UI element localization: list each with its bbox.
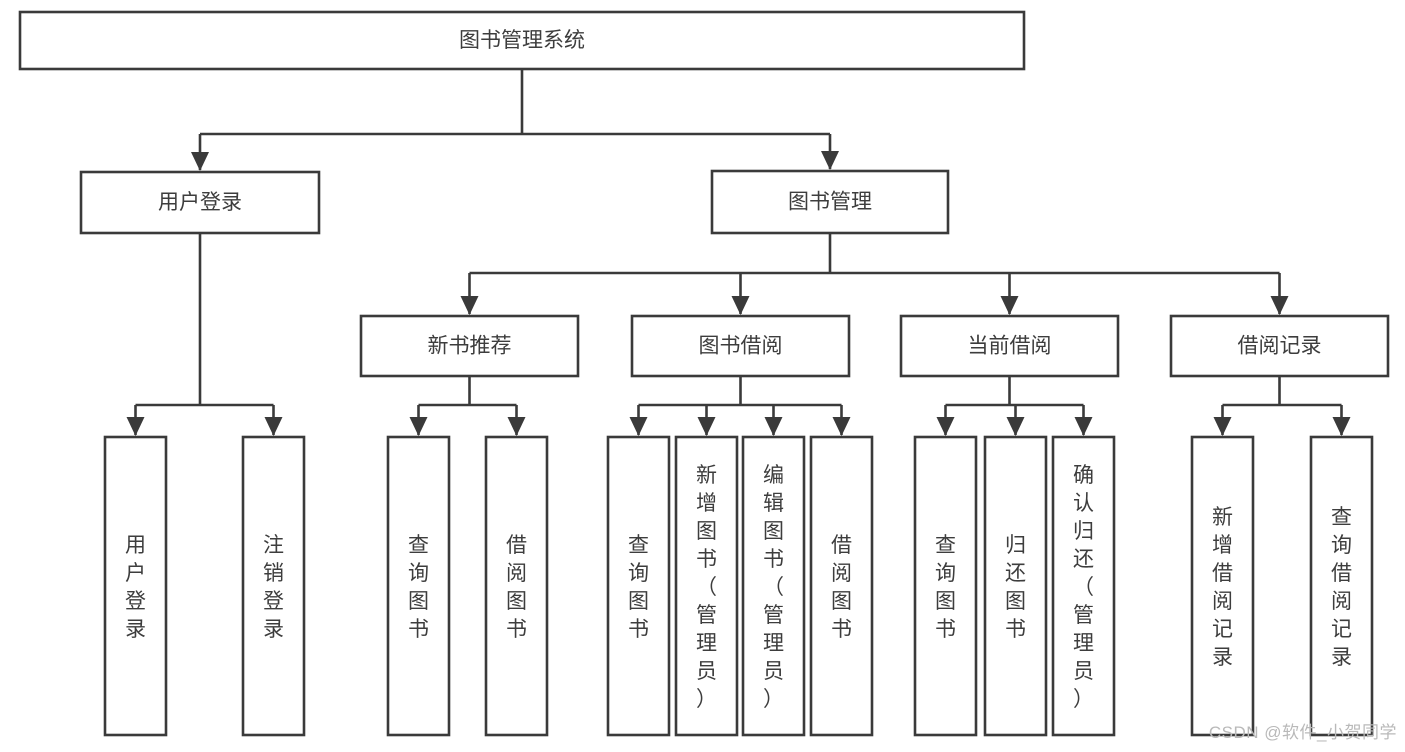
node-leaf-logout-login-box[interactable] bbox=[241, 435, 306, 737]
node-root[interactable]: 图书管理系统 bbox=[18, 10, 1026, 71]
node-leaf-return-book[interactable]: 归还图书 bbox=[983, 435, 1048, 737]
arrow-head-icon bbox=[507, 417, 526, 436]
node-borrow-record[interactable]: 借阅记录 bbox=[1169, 314, 1390, 378]
arrow-head-icon bbox=[126, 417, 145, 436]
node-leaf-query-record[interactable]: 查询借阅记录 bbox=[1309, 435, 1374, 737]
node-leaf-query-record-box[interactable] bbox=[1309, 435, 1374, 737]
node-root-label: 图书管理系统 bbox=[459, 29, 585, 52]
node-leaf-add-record[interactable]: 新增借阅记录 bbox=[1190, 435, 1255, 737]
node-leaf-query-book-3-box[interactable] bbox=[913, 435, 978, 737]
node-book-borrow-label: 图书借阅 bbox=[699, 335, 783, 358]
node-leaf-add-book-label: 新增图书（管理员） bbox=[696, 464, 717, 711]
node-current-borrow[interactable]: 当前借阅 bbox=[899, 314, 1120, 378]
watermark-label: CSDN @软件_小贺同学 bbox=[1208, 723, 1397, 742]
arrow-head-icon bbox=[832, 417, 851, 436]
arrow-head-icon bbox=[1074, 417, 1093, 436]
node-new-book-recommend-label: 新书推荐 bbox=[428, 335, 512, 358]
node-leaf-confirm-return[interactable]: 确认归还（管理员） bbox=[1051, 435, 1116, 737]
node-leaf-borrow-book-1-label: 借阅图书 bbox=[506, 534, 527, 641]
node-leaf-query-book-3-label: 查询图书 bbox=[935, 534, 956, 641]
node-leaf-add-book[interactable]: 新增图书（管理员） bbox=[674, 435, 739, 737]
node-new-book-recommend-box[interactable] bbox=[359, 314, 580, 378]
arrow-head-icon bbox=[1000, 296, 1019, 315]
node-leaf-logout-login[interactable]: 注销登录 bbox=[241, 435, 306, 737]
arrow-head-icon bbox=[264, 417, 283, 436]
node-leaf-edit-book-label: 编辑图书（管理员） bbox=[763, 464, 784, 711]
node-current-borrow-box[interactable] bbox=[899, 314, 1120, 378]
node-leaf-logout-login-label: 注销登录 bbox=[263, 534, 284, 641]
node-leaf-user-login-label: 用户登录 bbox=[125, 534, 146, 641]
node-leaf-borrow-book-2-label: 借阅图书 bbox=[831, 534, 852, 641]
arrow-head-icon bbox=[1332, 417, 1351, 436]
node-leaf-confirm-return-label: 确认归还（管理员） bbox=[1073, 464, 1094, 711]
node-leaf-add-record-box[interactable] bbox=[1190, 435, 1255, 737]
node-leaf-confirm-return-box[interactable] bbox=[1051, 435, 1116, 737]
arrow-head-icon bbox=[191, 152, 209, 171]
node-book-borrow[interactable]: 图书借阅 bbox=[630, 314, 851, 378]
node-current-borrow-label: 当前借阅 bbox=[968, 335, 1052, 358]
node-user-login-label: 用户登录 bbox=[158, 191, 242, 214]
node-book-management-box[interactable] bbox=[710, 169, 950, 235]
node-book-management-label: 图书管理 bbox=[788, 191, 872, 214]
node-leaf-query-book-1[interactable]: 查询图书 bbox=[386, 435, 451, 737]
node-leaf-query-book-1-box[interactable] bbox=[386, 435, 451, 737]
node-borrow-record-label: 借阅记录 bbox=[1238, 335, 1322, 358]
node-user-login-box[interactable] bbox=[79, 170, 321, 235]
arrow-head-icon bbox=[1270, 296, 1289, 315]
arrow-head-icon bbox=[697, 417, 716, 436]
arrow-head-icon bbox=[409, 417, 428, 436]
node-leaf-edit-book-box[interactable] bbox=[741, 435, 806, 737]
node-leaf-return-book-box[interactable] bbox=[983, 435, 1048, 737]
node-leaf-add-record-label: 新增借阅记录 bbox=[1212, 506, 1233, 669]
node-leaf-borrow-book-2-box[interactable] bbox=[809, 435, 874, 737]
node-root-box[interactable] bbox=[18, 10, 1026, 71]
arrow-head-icon bbox=[629, 417, 648, 436]
arrow-head-icon bbox=[764, 417, 783, 436]
node-new-book-recommend[interactable]: 新书推荐 bbox=[359, 314, 580, 378]
node-leaf-borrow-book-2[interactable]: 借阅图书 bbox=[809, 435, 874, 737]
node-book-borrow-box[interactable] bbox=[630, 314, 851, 378]
node-leaf-query-book-2-box[interactable] bbox=[606, 435, 671, 737]
arrow-head-icon bbox=[460, 296, 479, 315]
arrow-head-icon bbox=[731, 296, 750, 315]
node-leaf-user-login-box[interactable] bbox=[103, 435, 168, 737]
node-layer: 图书管理系统用户登录图书管理新书推荐图书借阅当前借阅借阅记录用户登录注销登录查询… bbox=[18, 10, 1390, 737]
node-user-login[interactable]: 用户登录 bbox=[79, 170, 321, 235]
node-leaf-add-book-box[interactable] bbox=[674, 435, 739, 737]
node-leaf-user-login[interactable]: 用户登录 bbox=[103, 435, 168, 737]
node-leaf-borrow-book-1-box[interactable] bbox=[484, 435, 549, 737]
node-leaf-query-book-3[interactable]: 查询图书 bbox=[913, 435, 978, 737]
node-leaf-query-book-2-label: 查询图书 bbox=[628, 534, 649, 641]
node-leaf-edit-book[interactable]: 编辑图书（管理员） bbox=[741, 435, 806, 737]
node-leaf-query-book-1-label: 查询图书 bbox=[408, 534, 429, 641]
node-leaf-query-record-label: 查询借阅记录 bbox=[1331, 506, 1352, 669]
arrow-head-icon bbox=[821, 151, 839, 170]
node-book-management[interactable]: 图书管理 bbox=[710, 169, 950, 235]
connector-layer bbox=[126, 69, 1351, 436]
node-leaf-return-book-label: 归还图书 bbox=[1005, 534, 1026, 641]
node-borrow-record-box[interactable] bbox=[1169, 314, 1390, 378]
arrow-head-icon bbox=[936, 417, 955, 436]
node-leaf-borrow-book-1[interactable]: 借阅图书 bbox=[484, 435, 549, 737]
arrow-head-icon bbox=[1213, 417, 1232, 436]
arrow-head-icon bbox=[1006, 417, 1025, 436]
node-leaf-query-book-2[interactable]: 查询图书 bbox=[606, 435, 671, 737]
